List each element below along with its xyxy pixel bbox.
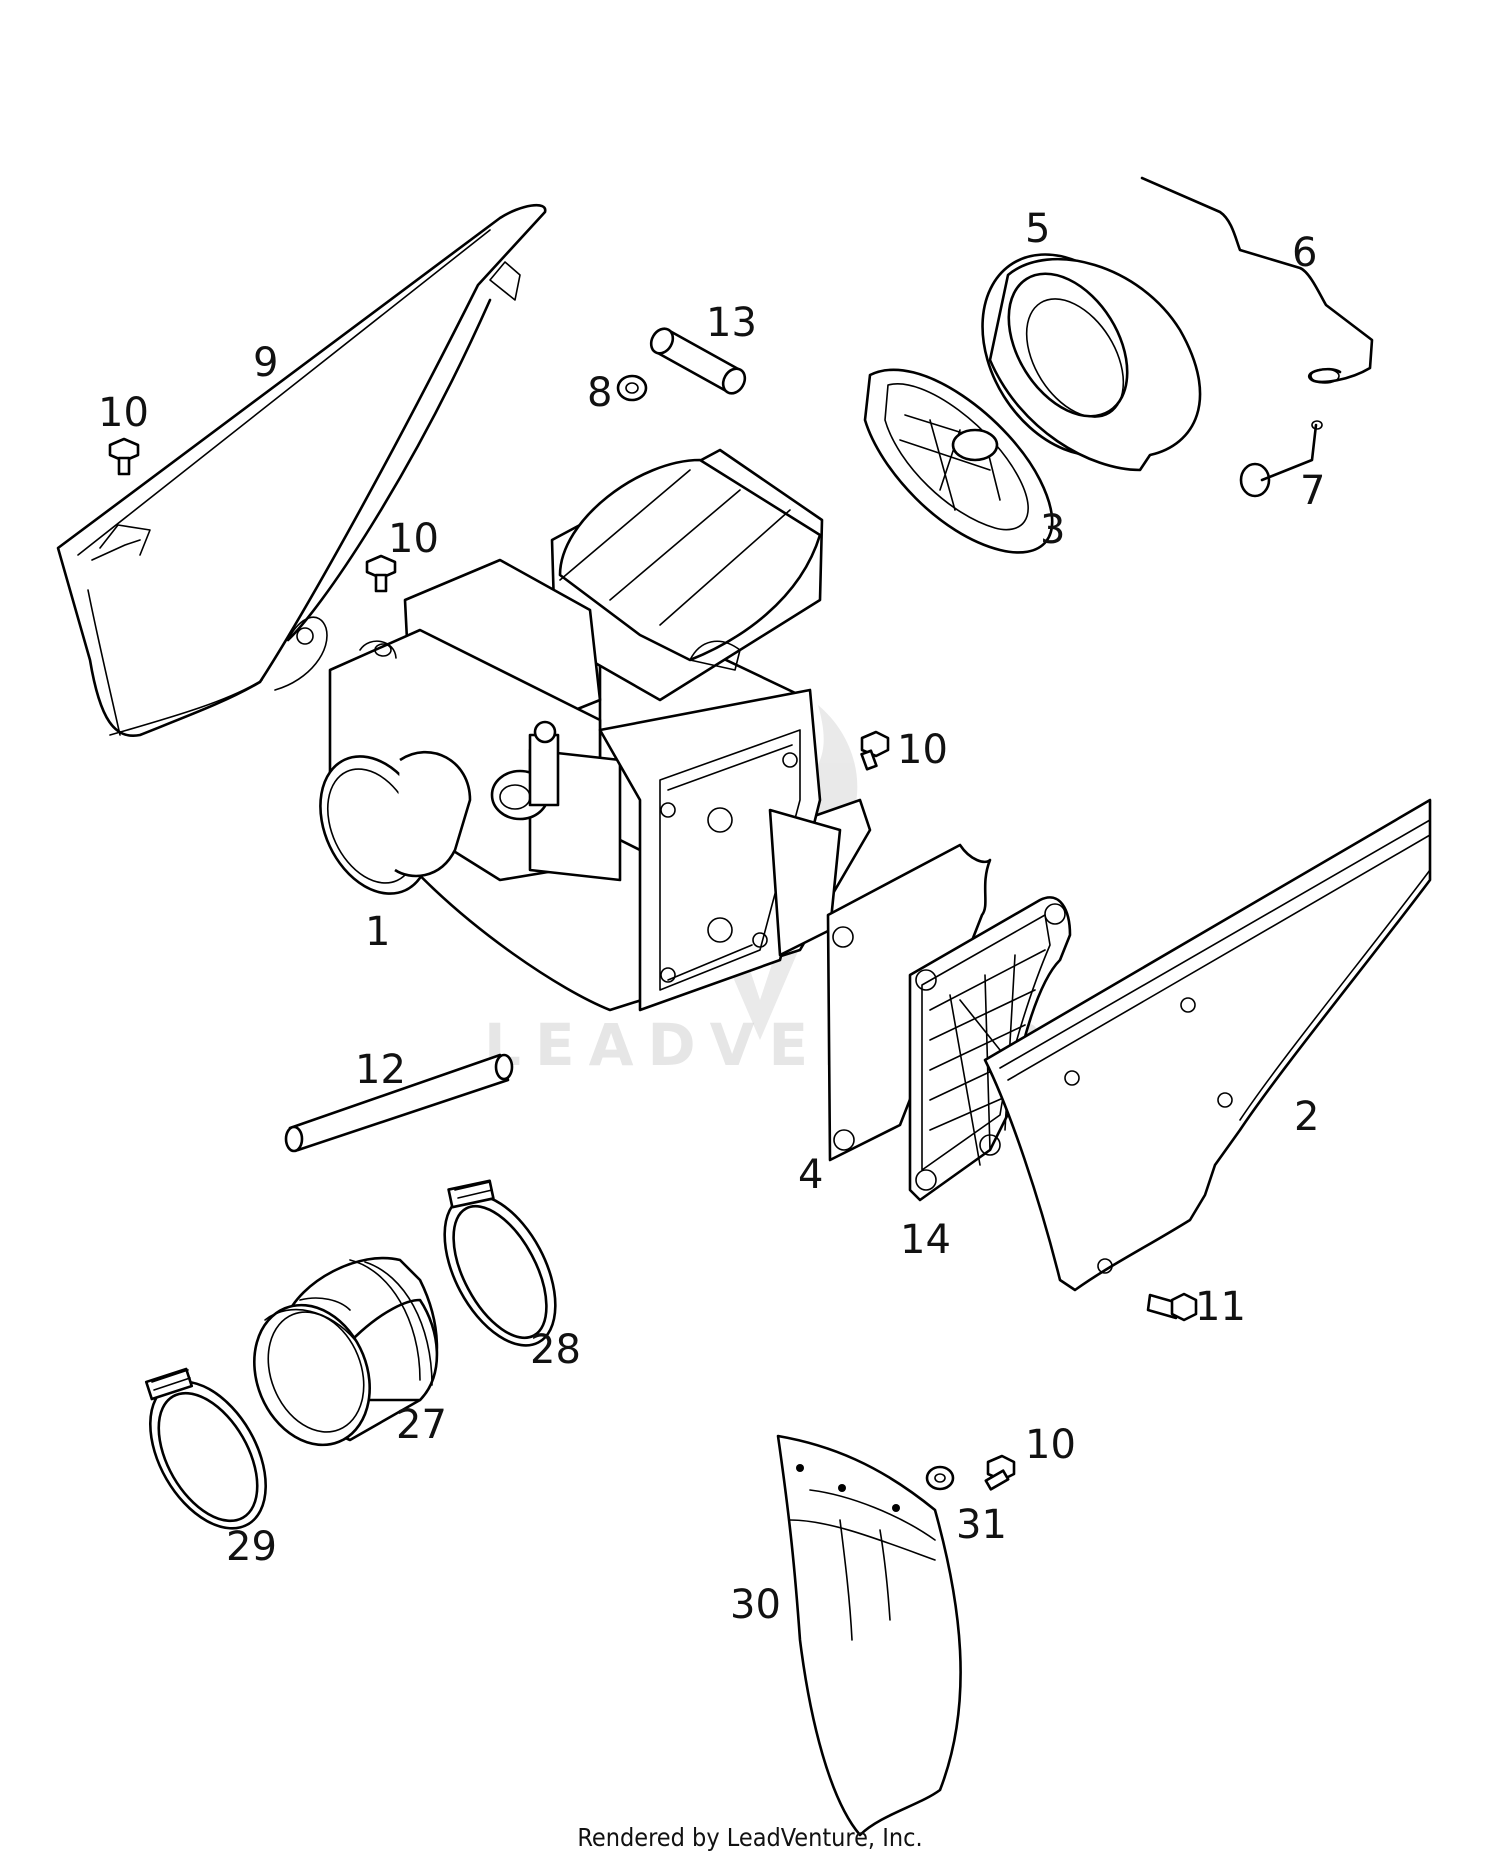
callout-10-a: 10: [98, 390, 149, 436]
bolt-icon: [860, 730, 890, 771]
footer-credit: Rendered by LeadVenture, Inc.: [577, 1823, 922, 1852]
callout-10-c: 10: [897, 727, 948, 773]
callout-1: 1: [365, 909, 390, 955]
callout-28: 28: [530, 1327, 581, 1373]
bolt-icon: [108, 437, 140, 476]
part-11-bolt: [1146, 1292, 1198, 1322]
callout-30: 30: [730, 1582, 781, 1628]
callout-14: 14: [900, 1217, 951, 1263]
callout-11: 11: [1195, 1284, 1246, 1330]
callout-6: 6: [1292, 230, 1317, 276]
part-12-hose: [284, 1053, 514, 1153]
part-6-retaining-wire: [1140, 176, 1374, 384]
bolt-icon: [984, 1454, 1016, 1491]
callout-31: 31: [956, 1502, 1007, 1548]
part-31-washer: [925, 1465, 955, 1491]
callout-3: 3: [1040, 507, 1065, 553]
callout-27: 27: [396, 1402, 447, 1448]
callout-2: 2: [1294, 1094, 1319, 1140]
part-27-intake-boot: [253, 1256, 439, 1447]
part-7-clip-pin: [1239, 420, 1323, 498]
part-1-airbox: [319, 448, 872, 1012]
callout-9: 9: [253, 340, 278, 386]
callout-labels: 1 2 3 4 5 6 7 8 9 10 10 10 10 11 12 13 1…: [98, 206, 1325, 1628]
part-28-hose-clamp: [443, 1179, 557, 1347]
part-2-right-side-cover: [983, 798, 1432, 1292]
part-29-hose-clamp: [144, 1367, 267, 1530]
callout-4: 4: [798, 1152, 823, 1198]
bolt-icon: [365, 554, 397, 593]
part-13-sleeve: [649, 327, 747, 395]
callout-12: 12: [355, 1047, 406, 1093]
callout-8: 8: [587, 370, 612, 416]
part-30-mud-flap: [776, 1434, 962, 1837]
callout-7: 7: [1300, 468, 1325, 514]
part-8-nut: [616, 374, 648, 402]
callout-10-b: 10: [388, 516, 439, 562]
callout-5: 5: [1025, 206, 1050, 252]
callout-29: 29: [226, 1524, 277, 1570]
part-9-left-side-cover: [56, 203, 547, 738]
callout-10-d: 10: [1025, 1422, 1076, 1468]
part-3-filter-cage: [863, 368, 1054, 554]
part-5-foam-filter: [981, 253, 1202, 472]
callout-13: 13: [706, 300, 757, 346]
